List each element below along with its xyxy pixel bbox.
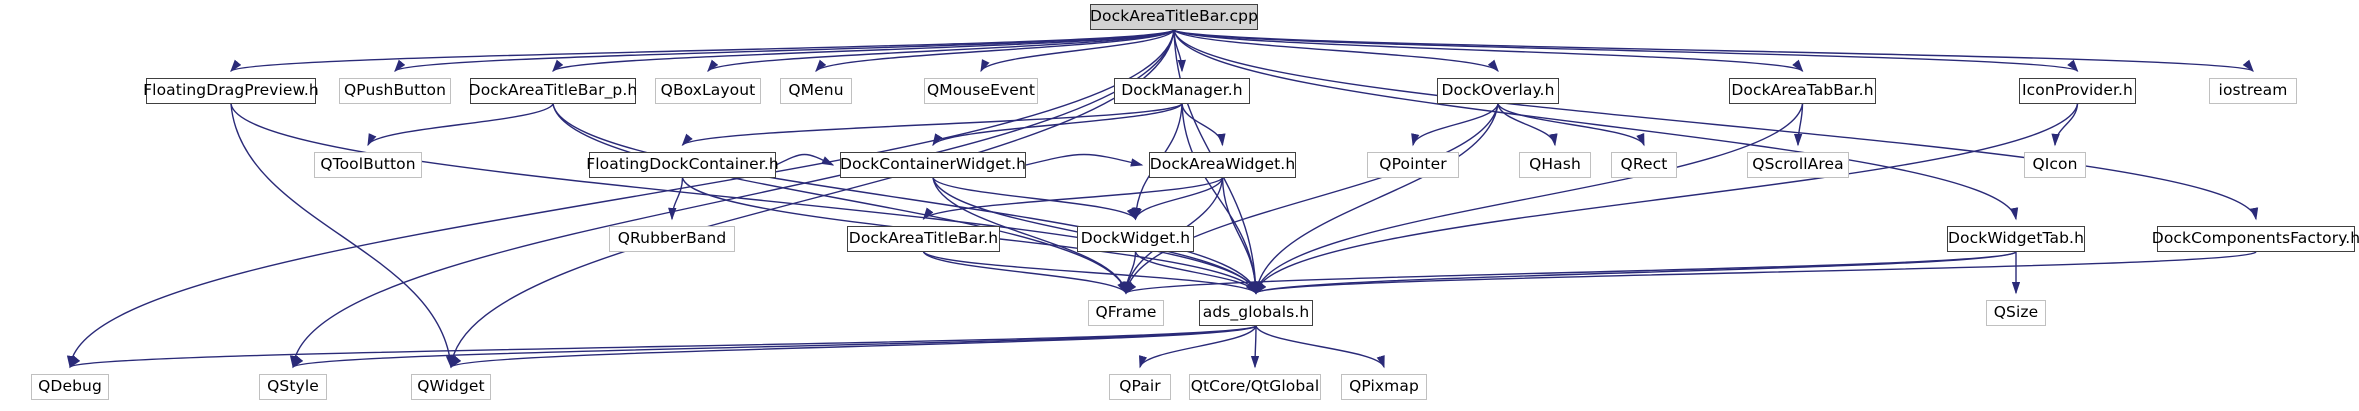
graph-node-qboxlayout[interactable]: QBoxLayout — [655, 78, 761, 104]
graph-edge-dockareawidget-to-ads_globals — [1221, 177, 1260, 295]
graph-node-qtcoreqtglobal[interactable]: QtCore/QtGlobal — [1189, 374, 1321, 400]
graph-edge-dockareatitlebar_h-to-ads_globals — [922, 251, 1257, 295]
graph-edge-ads_globals-to-qstyle — [292, 325, 1257, 369]
graph-edge-dockmanager-to-ads_globals — [1181, 103, 1260, 295]
graph-edge-root-to-qdebug — [67, 29, 1175, 369]
graph-edge-dockareatitlebar_h-to-qframe — [922, 251, 1127, 295]
graph-node-dockareatabbar[interactable]: DockAreaTabBar.h — [1729, 78, 1876, 104]
graph-edge-dockareatitlebar_p-to-qframe — [552, 103, 1129, 295]
graph-edge-dockareatitlebar_p-to-ads_globals — [552, 103, 1259, 295]
graph-node-qstyle[interactable]: QStyle — [259, 374, 327, 400]
graph-node-qframe[interactable]: QFrame — [1088, 300, 1164, 326]
graph-edge-dockcomponentsfactory-to-ads_globals — [1255, 251, 2257, 295]
graph-node-dockareatitlebar_h[interactable]: DockAreaTitleBar.h — [847, 226, 1000, 252]
graph-edge-root-to-dockoverlay — [1173, 29, 1499, 73]
graph-edge-dockcontainerwidget-to-qframe — [932, 177, 1129, 295]
graph-node-dockwidgettab[interactable]: DockWidgetTab.h — [1947, 226, 2085, 252]
graph-edge-dockoverlay-to-qhash — [1497, 103, 1558, 147]
graph-node-root[interactable]: DockAreaTitleBar.cpp — [1090, 4, 1258, 30]
graph-node-qhash[interactable]: QHash — [1519, 152, 1591, 178]
graph-edge-dockareawidget-to-dockareatitlebar_h — [922, 177, 1224, 221]
graph-edge-floatingdragpreview-to-ads_globals — [230, 103, 1259, 295]
graph-node-dockoverlay[interactable]: DockOverlay.h — [1437, 78, 1559, 104]
graph-node-qmouseevent[interactable]: QMouseEvent — [924, 78, 1038, 104]
graph-node-qtoolbutton[interactable]: QToolButton — [314, 152, 422, 178]
graph-edge-dockoverlay-to-qpointer — [1411, 103, 1499, 147]
graph-node-dockcontainerwidget[interactable]: DockContainerWidget.h — [840, 152, 1026, 178]
graph-node-qicon[interactable]: QIcon — [2024, 152, 2086, 178]
graph-node-qrubberband[interactable]: QRubberBand — [609, 226, 735, 252]
graph-edge-floatingdragpreview-to-qwidget — [230, 103, 455, 369]
graph-edge-floatingdockcontainer-to-qrubberband — [668, 177, 684, 221]
graph-edge-dockareatabbar-to-ads_globals — [1253, 103, 1804, 295]
graph-edge-dockmanager-to-dockareawidget — [1181, 103, 1226, 147]
graph-edge-ads_globals-to-qpair — [1139, 325, 1257, 369]
graph-node-qscrollarea[interactable]: QScrollArea — [1747, 152, 1849, 178]
graph-node-qpointer[interactable]: QPointer — [1367, 152, 1459, 178]
graph-node-qpushbutton[interactable]: QPushButton — [339, 78, 451, 104]
graph-edge-root-to-dockwidgettab — [1173, 29, 2019, 221]
graph-edge-root-to-qmenu — [815, 29, 1175, 73]
graph-edge-root-to-iostream — [1173, 29, 2254, 73]
graph-edge-ads_globals-to-qpixmap — [1255, 325, 1385, 369]
graph-edge-dockwidget-to-ads_globals — [1134, 251, 1257, 295]
graph-edge-dockoverlay-to-qrect — [1497, 103, 1645, 147]
graph-edge-dockoverlay-to-ads_globals — [1253, 103, 1499, 295]
graph-edge-dockareatitlebar_p-to-qtoolbutton — [367, 103, 554, 147]
graph-edge-ads_globals-to-qdebug — [69, 325, 1257, 369]
graph-edge-dockmanager-to-floatingdockcontainer — [681, 103, 1183, 147]
graph-edge-dockwidgettab-to-ads_globals — [1255, 251, 2017, 295]
graph-node-iconprovider[interactable]: IconProvider.h — [2019, 78, 2136, 104]
graph-node-qpixmap[interactable]: QPixmap — [1341, 374, 1427, 400]
graph-edge-dockmanager-to-dockcontainerwidget — [932, 103, 1183, 147]
graph-edge-dockwidgettab-to-qframe — [1125, 251, 2017, 295]
graph-node-dockcomponentsfactory[interactable]: DockComponentsFactory.h — [2152, 226, 2359, 252]
graph-edge-iconprovider-to-ads_globals — [1253, 103, 2079, 295]
graph-node-iostream[interactable]: iostream — [2209, 78, 2297, 104]
graph-node-qrect[interactable]: QRect — [1611, 152, 1677, 178]
graph-edge-root-to-dockareatitlebar_p — [552, 29, 1175, 73]
graph-node-dockmanager[interactable]: DockManager.h — [1114, 78, 1250, 104]
graph-node-qwidget[interactable]: QWidget — [411, 374, 491, 400]
graph-edge-dockcontainerwidget-to-dockwidget — [932, 177, 1137, 221]
graph-node-qpair[interactable]: QPair — [1109, 374, 1171, 400]
graph-edge-ads_globals-to-qtcoreqtglobal — [1250, 325, 1260, 369]
graph-edge-dockcontainerwidget-to-dockareawidget — [1025, 153, 1144, 167]
graph-node-qmenu[interactable]: QMenu — [780, 78, 852, 104]
graph-edge-root-to-iconprovider — [1173, 29, 2079, 73]
graph-edge-root-to-floatingdragpreview — [230, 29, 1175, 73]
graph-node-floatingdragpreview[interactable]: FloatingDragPreview.h — [143, 78, 319, 104]
graph-node-floatingdockcontainer[interactable]: FloatingDockContainer.h — [586, 152, 779, 178]
graph-node-dockwidget[interactable]: DockWidget.h — [1077, 226, 1194, 252]
graph-node-dockareatitlebar_p[interactable]: DockAreaTitleBar_p.h — [469, 78, 637, 104]
graph-edge-root-to-dockcomponentsfactory — [1173, 29, 2259, 221]
graph-edge-root-to-dockareatabbar — [1173, 29, 1804, 73]
graph-edge-root-to-qboxlayout — [707, 29, 1175, 73]
graph-node-qdebug[interactable]: QDebug — [31, 374, 109, 400]
graph-edge-floatingdockcontainer-to-dockcontainerwidget — [775, 153, 835, 166]
graph-edge-root-to-qmouseevent — [980, 29, 1175, 73]
graph-node-dockareawidget[interactable]: DockAreaWidget.h — [1149, 152, 1296, 178]
graph-edge-dockareatabbar-to-qscrollarea — [1793, 103, 1804, 147]
graph-edge-dockareawidget-to-dockwidget — [1133, 177, 1224, 221]
graph-node-ads_globals[interactable]: ads_globals.h — [1199, 300, 1313, 326]
graph-edge-root-to-qpushbutton — [394, 29, 1175, 73]
graph-edge-ads_globals-to-qwidget — [450, 325, 1257, 369]
graph-node-qsize[interactable]: QSize — [1986, 300, 2046, 326]
